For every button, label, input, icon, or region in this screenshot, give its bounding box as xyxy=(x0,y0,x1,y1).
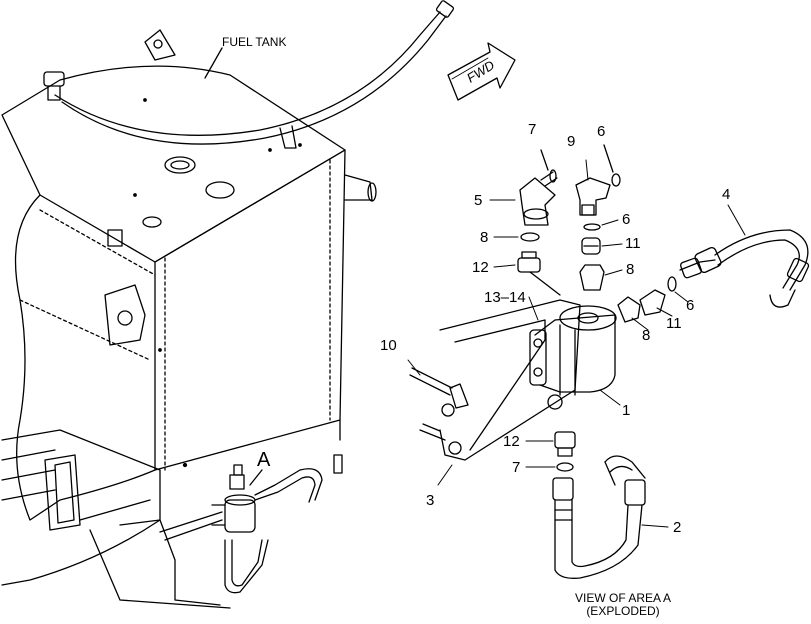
elbow-fitting-9 xyxy=(575,177,611,216)
callout-3: 3 xyxy=(426,492,435,509)
o-ring-6-right xyxy=(667,276,677,292)
hose-2 xyxy=(552,455,646,579)
callout-12-top: 12 xyxy=(472,259,489,276)
callout-7-bottom: 7 xyxy=(512,459,521,476)
fitting-12-top xyxy=(517,251,561,296)
fitting-8-mid xyxy=(579,264,605,291)
callout-8-right: 8 xyxy=(642,327,651,344)
area-a-label: A xyxy=(257,449,271,471)
o-ring-6-mid xyxy=(583,223,601,231)
fitting-8-right xyxy=(617,296,641,323)
view-caption-line1: VIEW OF AREA A xyxy=(574,591,672,605)
leader-6-top xyxy=(603,144,614,173)
callout-12-bottom: 12 xyxy=(503,433,520,450)
callout-7-mid: 8 xyxy=(480,229,489,246)
fitting-11-right xyxy=(639,289,666,316)
bolt-10 xyxy=(409,367,469,409)
fuel-tank-label: FUEL TANK xyxy=(222,35,287,49)
callout-9: 9 xyxy=(567,133,576,150)
fuel-filter-1 xyxy=(529,305,617,410)
fuel-tank-leader xyxy=(204,47,223,79)
callout-6-top: 6 xyxy=(597,123,606,140)
callout-6-right: 6 xyxy=(686,297,695,314)
callout-13-14: 13–14 xyxy=(484,289,526,306)
callout-11-mid: 11 xyxy=(625,235,641,252)
area-a-filter-assembly xyxy=(159,464,323,594)
elbow-fitting-5 xyxy=(519,177,556,226)
fitting-11-mid xyxy=(581,237,601,255)
callout-2: 2 xyxy=(673,519,682,536)
forward-arrow-icon xyxy=(447,42,516,101)
mounting-bracket-3 xyxy=(419,299,581,461)
callout-10: 10 xyxy=(380,337,397,354)
callout-5: 5 xyxy=(474,192,483,209)
o-ring-7-bottom xyxy=(556,462,574,472)
plug-7-upper xyxy=(540,169,558,187)
view-caption: VIEW OF AREA A (EXPLODED) xyxy=(548,592,698,618)
view-caption-line2: (EXPLODED) xyxy=(586,604,660,618)
area-a-leader xyxy=(249,469,263,486)
o-ring-6-upper xyxy=(611,173,621,187)
callout-6-mid: 6 xyxy=(622,211,631,228)
callout-7-top: 7 xyxy=(528,121,537,138)
hose-4 xyxy=(679,229,810,308)
callout-leaders xyxy=(407,159,746,528)
callout-11-right: 11 xyxy=(666,315,682,332)
callout-8-mid: 8 xyxy=(626,261,635,278)
o-ring-7-top xyxy=(520,232,540,242)
fuel-tank xyxy=(1,29,377,609)
callout-4: 4 xyxy=(722,186,731,203)
leader-7-top xyxy=(540,149,549,171)
callout-1: 1 xyxy=(622,402,631,419)
tank-top-hose xyxy=(54,0,455,149)
fitting-12-bottom xyxy=(554,431,576,457)
